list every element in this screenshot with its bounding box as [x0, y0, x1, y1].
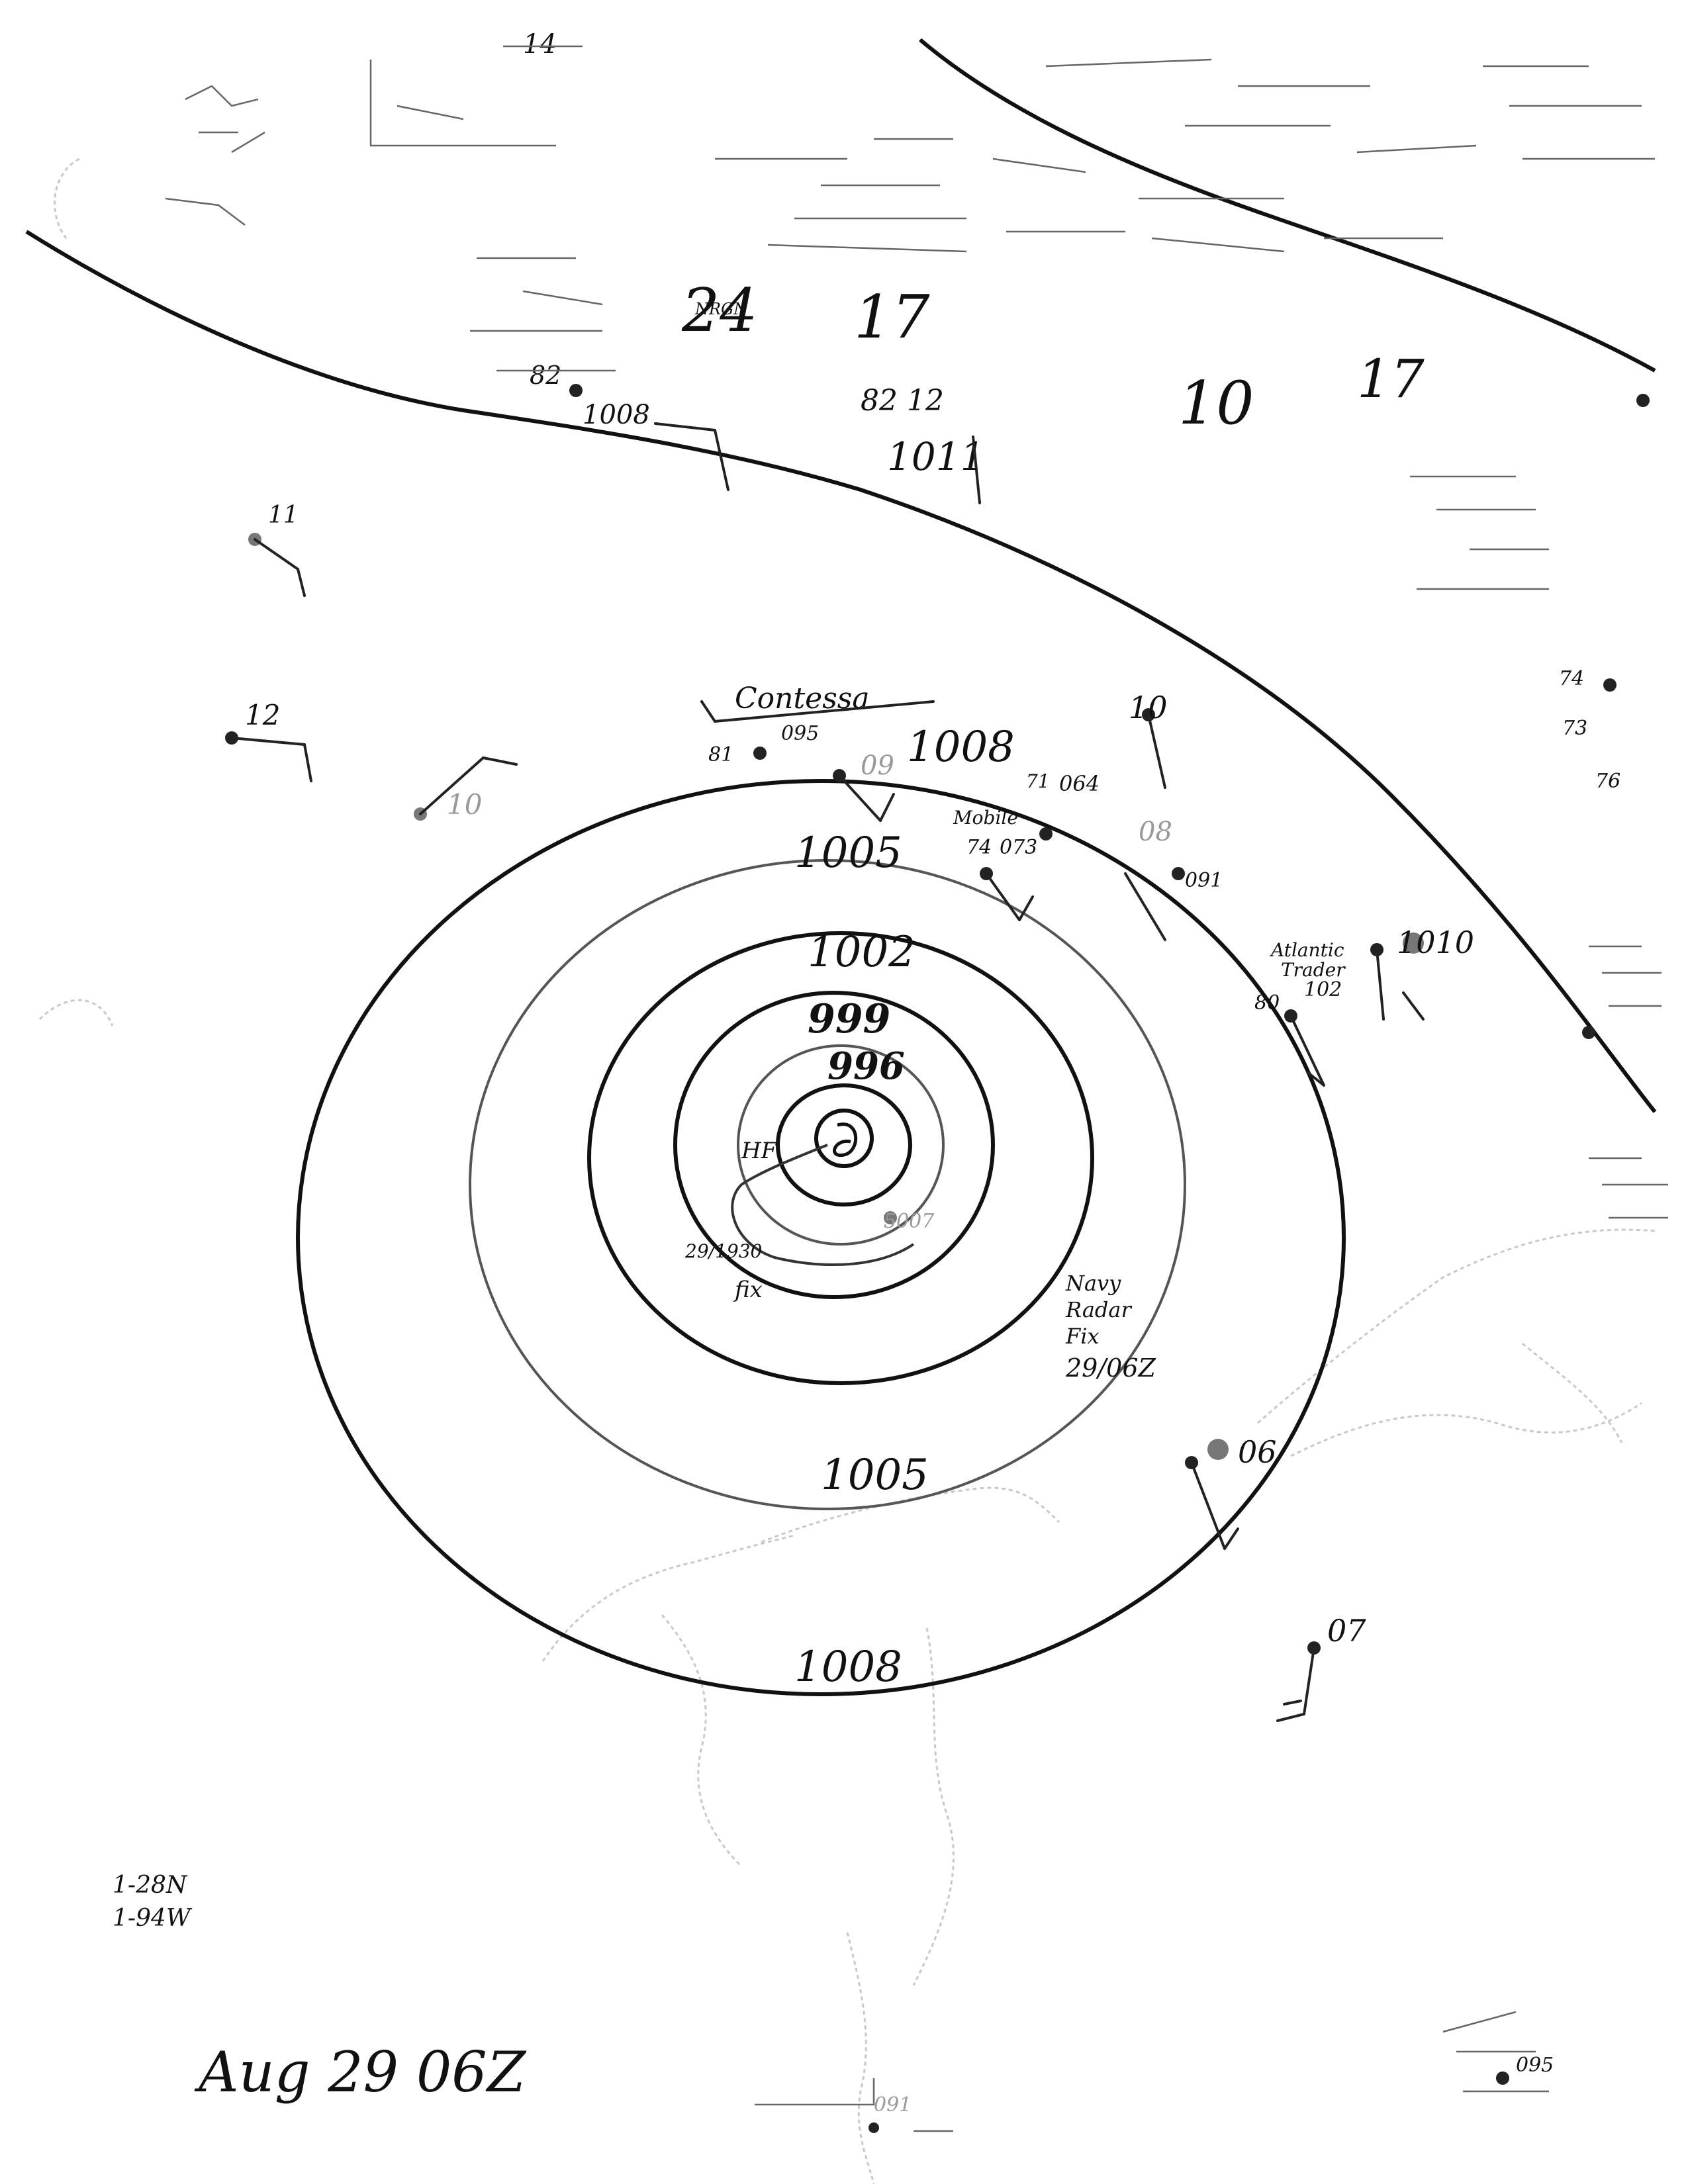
svg-text:82 12: 82 12 [861, 384, 944, 418]
svg-text:80: 80 [1254, 991, 1280, 1015]
svg-text:14: 14 [523, 29, 557, 60]
svg-text:102: 102 [1304, 978, 1342, 1001]
svg-text:10: 10 [1129, 690, 1168, 725]
isobar-1008 [296, 779, 1346, 1696]
storm-track [731, 1144, 915, 1266]
front-north-west [25, 230, 1657, 1113]
fix-pressure: 5007 [884, 1210, 935, 1233]
station-plots: Contessa 81 095 09 Mobile 064 71 74 073 … [225, 29, 1650, 2133]
svg-text:07: 07 [1327, 1613, 1366, 1649]
navy-fix-1: Navy [1065, 1271, 1121, 1296]
svg-text:NRGN: NRGN [694, 300, 748, 318]
isobar-core [776, 1083, 912, 1206]
svg-text:1008: 1008 [583, 400, 650, 430]
date-label: Aug 29 06Z [194, 2040, 527, 2105]
label-996: 996 [827, 1044, 905, 1088]
svg-text:12: 12 [245, 699, 280, 731]
svg-text:091: 091 [874, 2093, 912, 2116]
label-1008-top: 1008 [907, 723, 1015, 772]
label-1005-bottom: 1005 [821, 1451, 929, 1500]
svg-text:064: 064 [1059, 771, 1100, 796]
navy-fix-2: Radar [1065, 1297, 1132, 1322]
svg-text:76: 76 [1595, 770, 1620, 793]
svg-text:1010: 1010 [1397, 925, 1474, 960]
position-note-lat: 1-28N [113, 1872, 188, 1899]
svg-text:74: 74 [966, 836, 992, 859]
svg-text:73: 73 [1562, 717, 1587, 740]
isobar-labels: 1008 1008 1005 1005 1002 999 996 [794, 723, 1015, 1692]
svg-text:095: 095 [1516, 2054, 1554, 2077]
svg-text:073: 073 [1000, 836, 1037, 859]
annotations: 1-28N 1-94W Aug 29 06Z [113, 1872, 527, 2105]
storm-center [814, 1109, 874, 1168]
dense-station-clutter [165, 45, 1668, 2132]
front-north-east [919, 38, 1656, 373]
svg-text:24: 24 [681, 276, 758, 345]
navy-fix-time: 29/06Z [1065, 1353, 1156, 1383]
frontal-boundaries [25, 38, 1657, 1113]
svg-text:06: 06 [1238, 1434, 1277, 1470]
fix-aircraft-word: fix [733, 1277, 763, 1303]
svg-text:08: 08 [1139, 817, 1172, 847]
navy-fix-3: Fix [1065, 1324, 1099, 1349]
label-1005-top: 1005 [794, 829, 902, 878]
svg-text:82: 82 [530, 361, 561, 390]
label-999: 999 [808, 996, 890, 1042]
svg-text:10: 10 [1178, 369, 1254, 438]
svg-text:10: 10 [447, 788, 482, 821]
isobar-1002 [587, 931, 1094, 1385]
isobar-999 [673, 991, 995, 1299]
ship-atlantic-trader-1: Atlantic [1269, 939, 1344, 961]
isobar-1005 [469, 859, 1186, 1510]
svg-text:09: 09 [861, 751, 894, 781]
isobar-996 [737, 1044, 945, 1246]
svg-text:17: 17 [854, 283, 930, 352]
label-1002: 1002 [808, 928, 915, 977]
svg-text:71: 71 [1026, 770, 1050, 792]
svg-text:091: 091 [1185, 869, 1223, 892]
fix-hf: HF [741, 1138, 778, 1164]
svg-text:17: 17 [1357, 348, 1425, 410]
fix-aircraft-time: 29/1930 [684, 1240, 762, 1262]
svg-text:1011: 1011 [887, 434, 985, 479]
position-note-lon: 1-94W [113, 1905, 193, 1932]
label-1008-bottom: 1008 [794, 1643, 902, 1692]
svg-text:11: 11 [268, 502, 299, 529]
svg-text:74: 74 [1559, 667, 1584, 690]
ship-atlantic-trader-2: Trader [1281, 959, 1346, 981]
svg-text:81: 81 [708, 743, 733, 766]
coastline-traces [38, 158, 1656, 2184]
isobars [296, 779, 1346, 1696]
svg-text:095: 095 [781, 722, 819, 745]
station-mobile: Mobile [953, 807, 1018, 829]
